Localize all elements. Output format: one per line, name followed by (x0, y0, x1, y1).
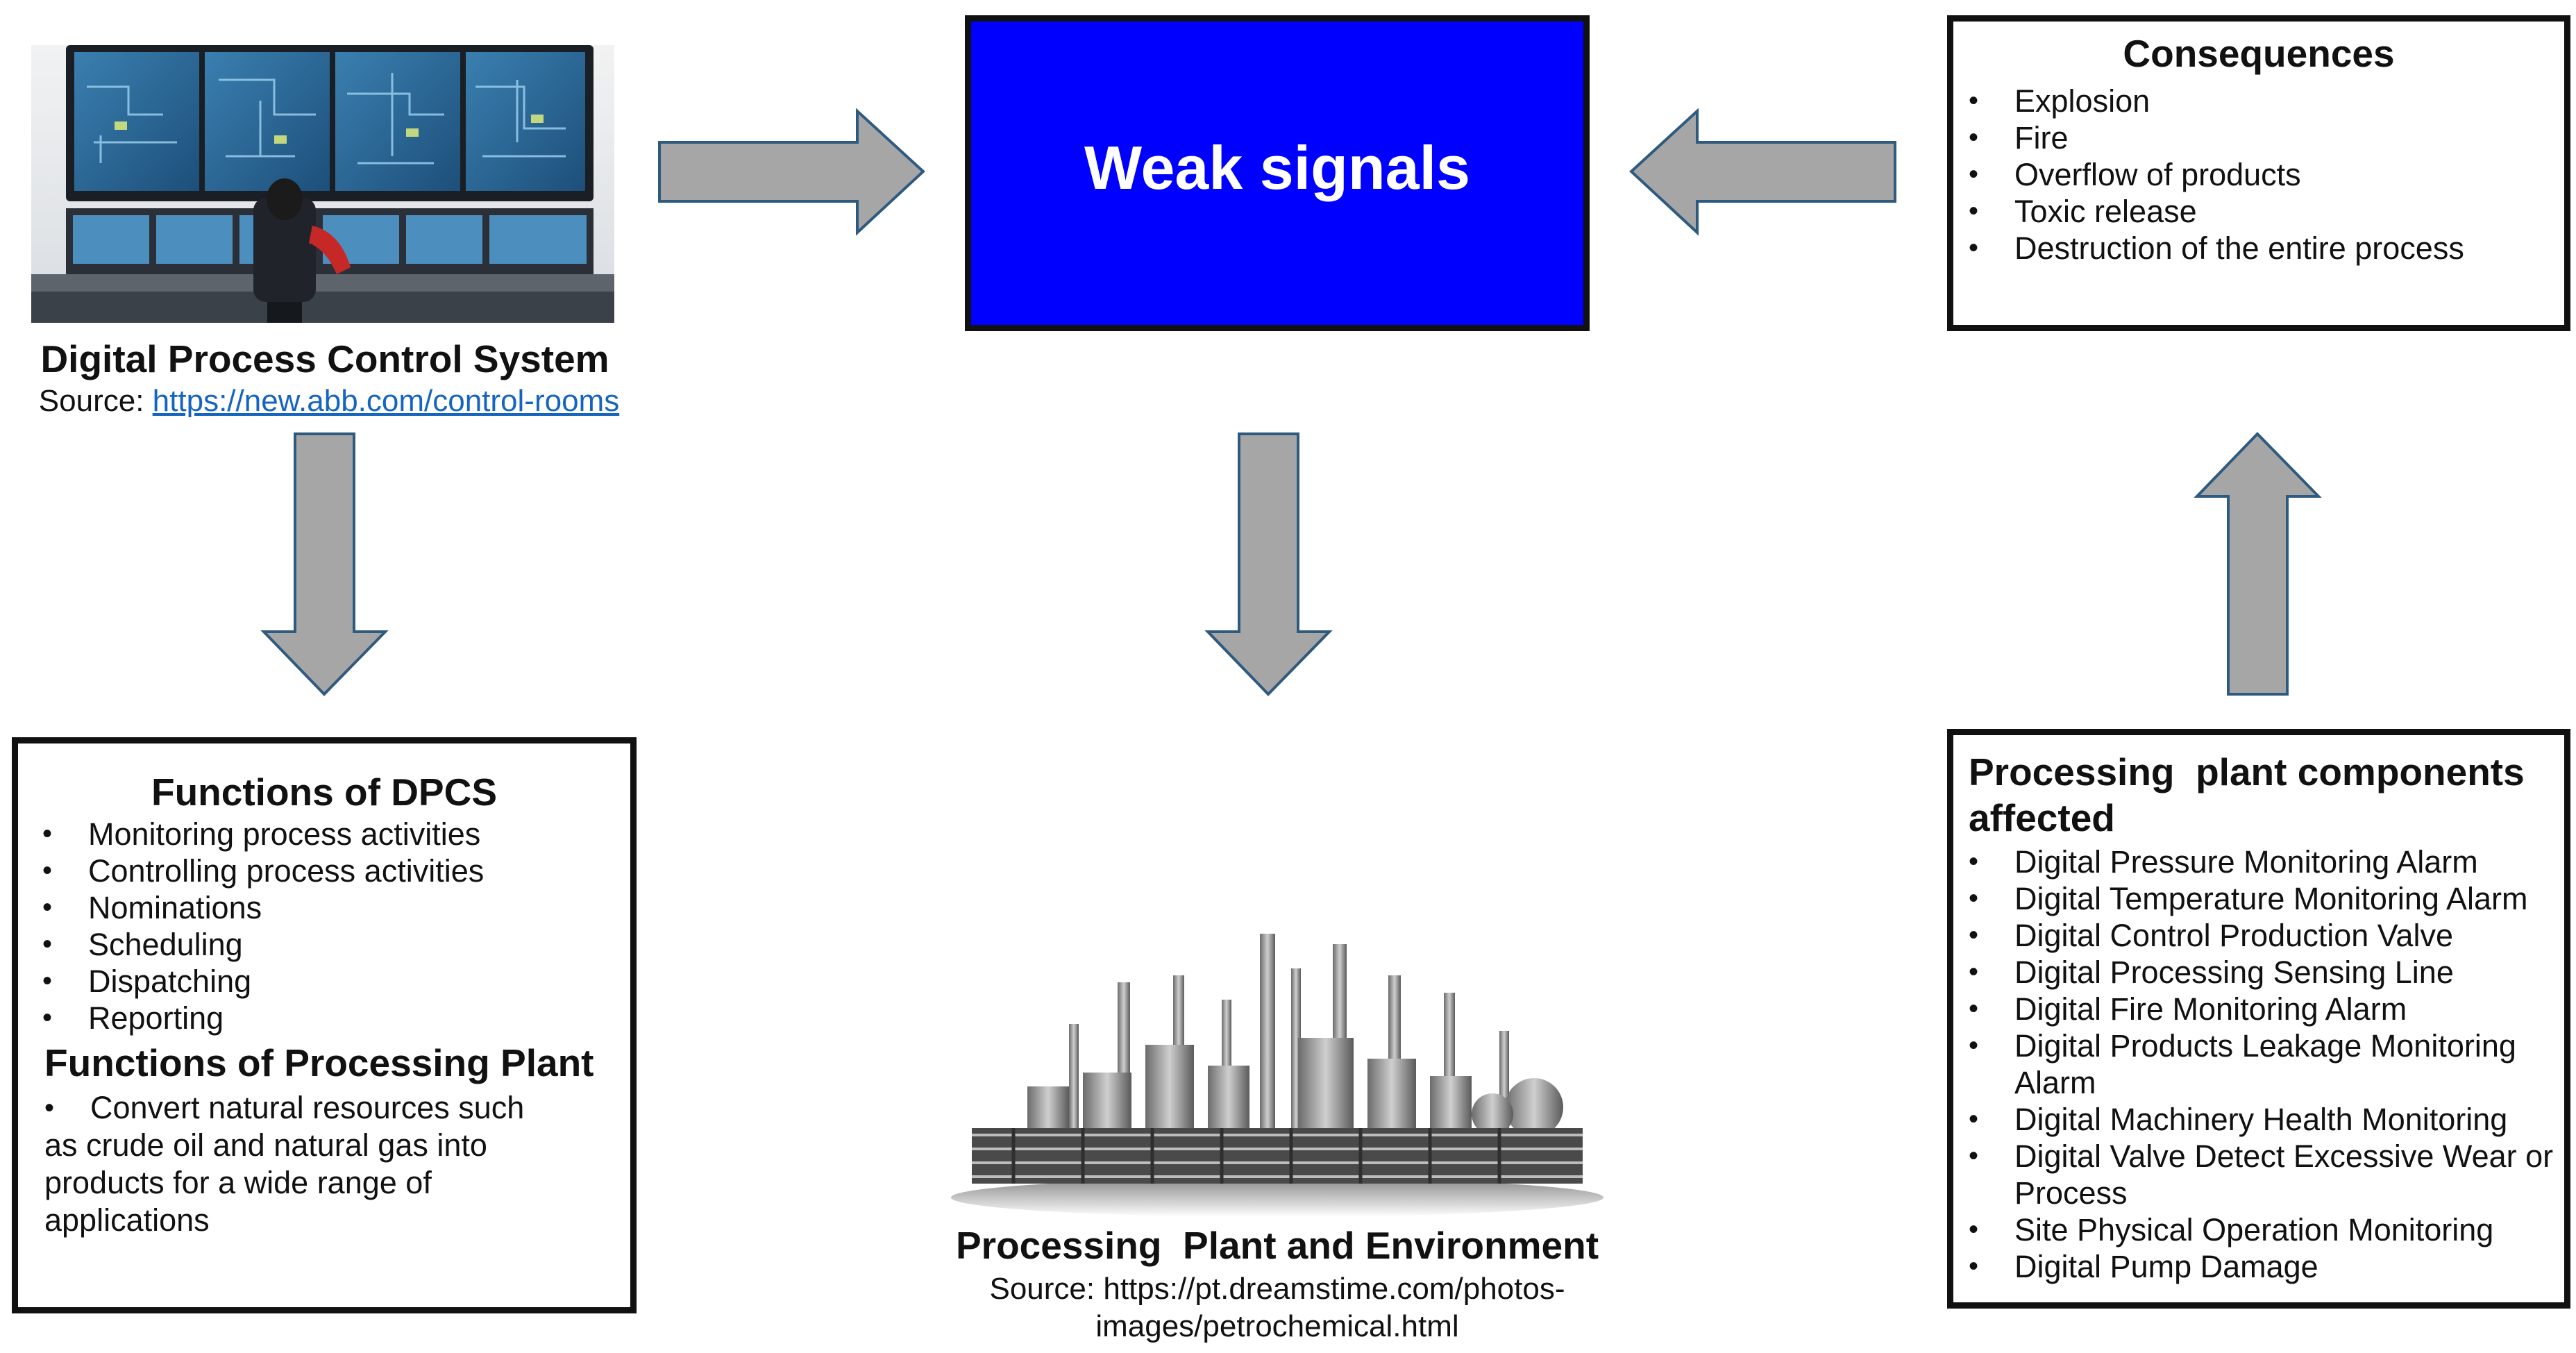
list-item: Overflow of products (1969, 156, 2564, 193)
list-item: Digital Products Leakage Monitoring Alar… (1969, 1027, 2554, 1101)
weak-signals-label: Weak signals (1084, 133, 1470, 202)
consequences-title: Consequences (2123, 32, 2395, 75)
list-item: Controlling process activities (42, 852, 630, 889)
list-item: Nominations (42, 889, 630, 926)
functions-plant-title: Functions of Processing Plant (44, 1041, 594, 1084)
list-item: Digital Pump Damage (1969, 1248, 2554, 1285)
functions-box: Functions of DPCS Monitoring process act… (12, 737, 637, 1313)
list-item: Site Physical Operation Monitoring (1969, 1211, 2554, 1248)
functions-plant-text: • Convert natural resources such as crud… (44, 1089, 630, 1239)
list-item: Monitoring process activities (42, 816, 630, 852)
list-item: Toxic release (1969, 193, 2564, 230)
dpcs-source-link[interactable]: https://new.abb.com/control-rooms (152, 384, 620, 418)
arrow-right-to-weak-signals (656, 108, 927, 236)
dpcs-source: Source: https://new.abb.com/control-room… (24, 384, 634, 419)
plant-source: Source: https://pt.dreamstime.com/photos… (902, 1270, 1652, 1345)
consequences-box: Consequences Explosion Fire Overflow of … (1947, 15, 2570, 331)
list-item: Explosion (1969, 83, 2564, 119)
dpcs-caption: Digital Process Control System (40, 337, 609, 380)
plant-caption: Processing Plant and Environment (955, 1224, 1599, 1267)
plant-function-line: products for a wide range of (44, 1165, 432, 1200)
arrow-down-to-plant (1204, 430, 1333, 698)
list-item: Fire (1969, 119, 2564, 156)
processing-plant-photo (944, 927, 1610, 1218)
list-item: Digital Processing Sensing Line (1969, 954, 2554, 991)
weak-signals-box: Weak signals (965, 15, 1590, 331)
components-title: Processing plant components affected (1969, 750, 2535, 839)
plant-function-line: Convert natural resources such (90, 1090, 525, 1125)
control-room-photo (31, 17, 614, 323)
functions-dpcs-title: Functions of DPCS (151, 771, 498, 814)
functions-dpcs-list: Monitoring process activities Controllin… (42, 816, 630, 1036)
components-box: Processing plant components affected Dig… (1947, 729, 2570, 1309)
list-item: Digital Temperature Monitoring Alarm (1969, 880, 2554, 917)
components-list: Digital Pressure Monitoring Alarm Digita… (1969, 843, 2554, 1285)
plant-function-line: as crude oil and natural gas into (44, 1127, 487, 1163)
list-item: Digital Machinery Health Monitoring (1969, 1101, 2554, 1138)
list-item: Dispatching (42, 963, 630, 1000)
consequences-list: Explosion Fire Overflow of products Toxi… (1969, 83, 2564, 267)
plant-source-line: images/petrochemical.html (1095, 1309, 1459, 1343)
arrow-left-to-weak-signals (1628, 108, 1899, 236)
list-item: Destruction of the entire process (1969, 230, 2564, 267)
arrow-up-to-consequences (2194, 430, 2322, 698)
plant-function-line: applications (44, 1202, 210, 1238)
list-item: Digital Valve Detect Excessive Wear or P… (1969, 1138, 2554, 1211)
list-item: Digital Control Production Valve (1969, 917, 2554, 954)
list-item: Reporting (42, 1000, 630, 1036)
plant-source-line: Source: https://pt.dreamstime.com/photos… (989, 1272, 1565, 1306)
arrow-down-to-functions (260, 430, 389, 698)
dpcs-source-prefix: Source: (38, 384, 144, 418)
list-item: Digital Pressure Monitoring Alarm (1969, 843, 2554, 880)
list-item: Scheduling (42, 926, 630, 963)
list-item: Digital Fire Monitoring Alarm (1969, 991, 2554, 1027)
